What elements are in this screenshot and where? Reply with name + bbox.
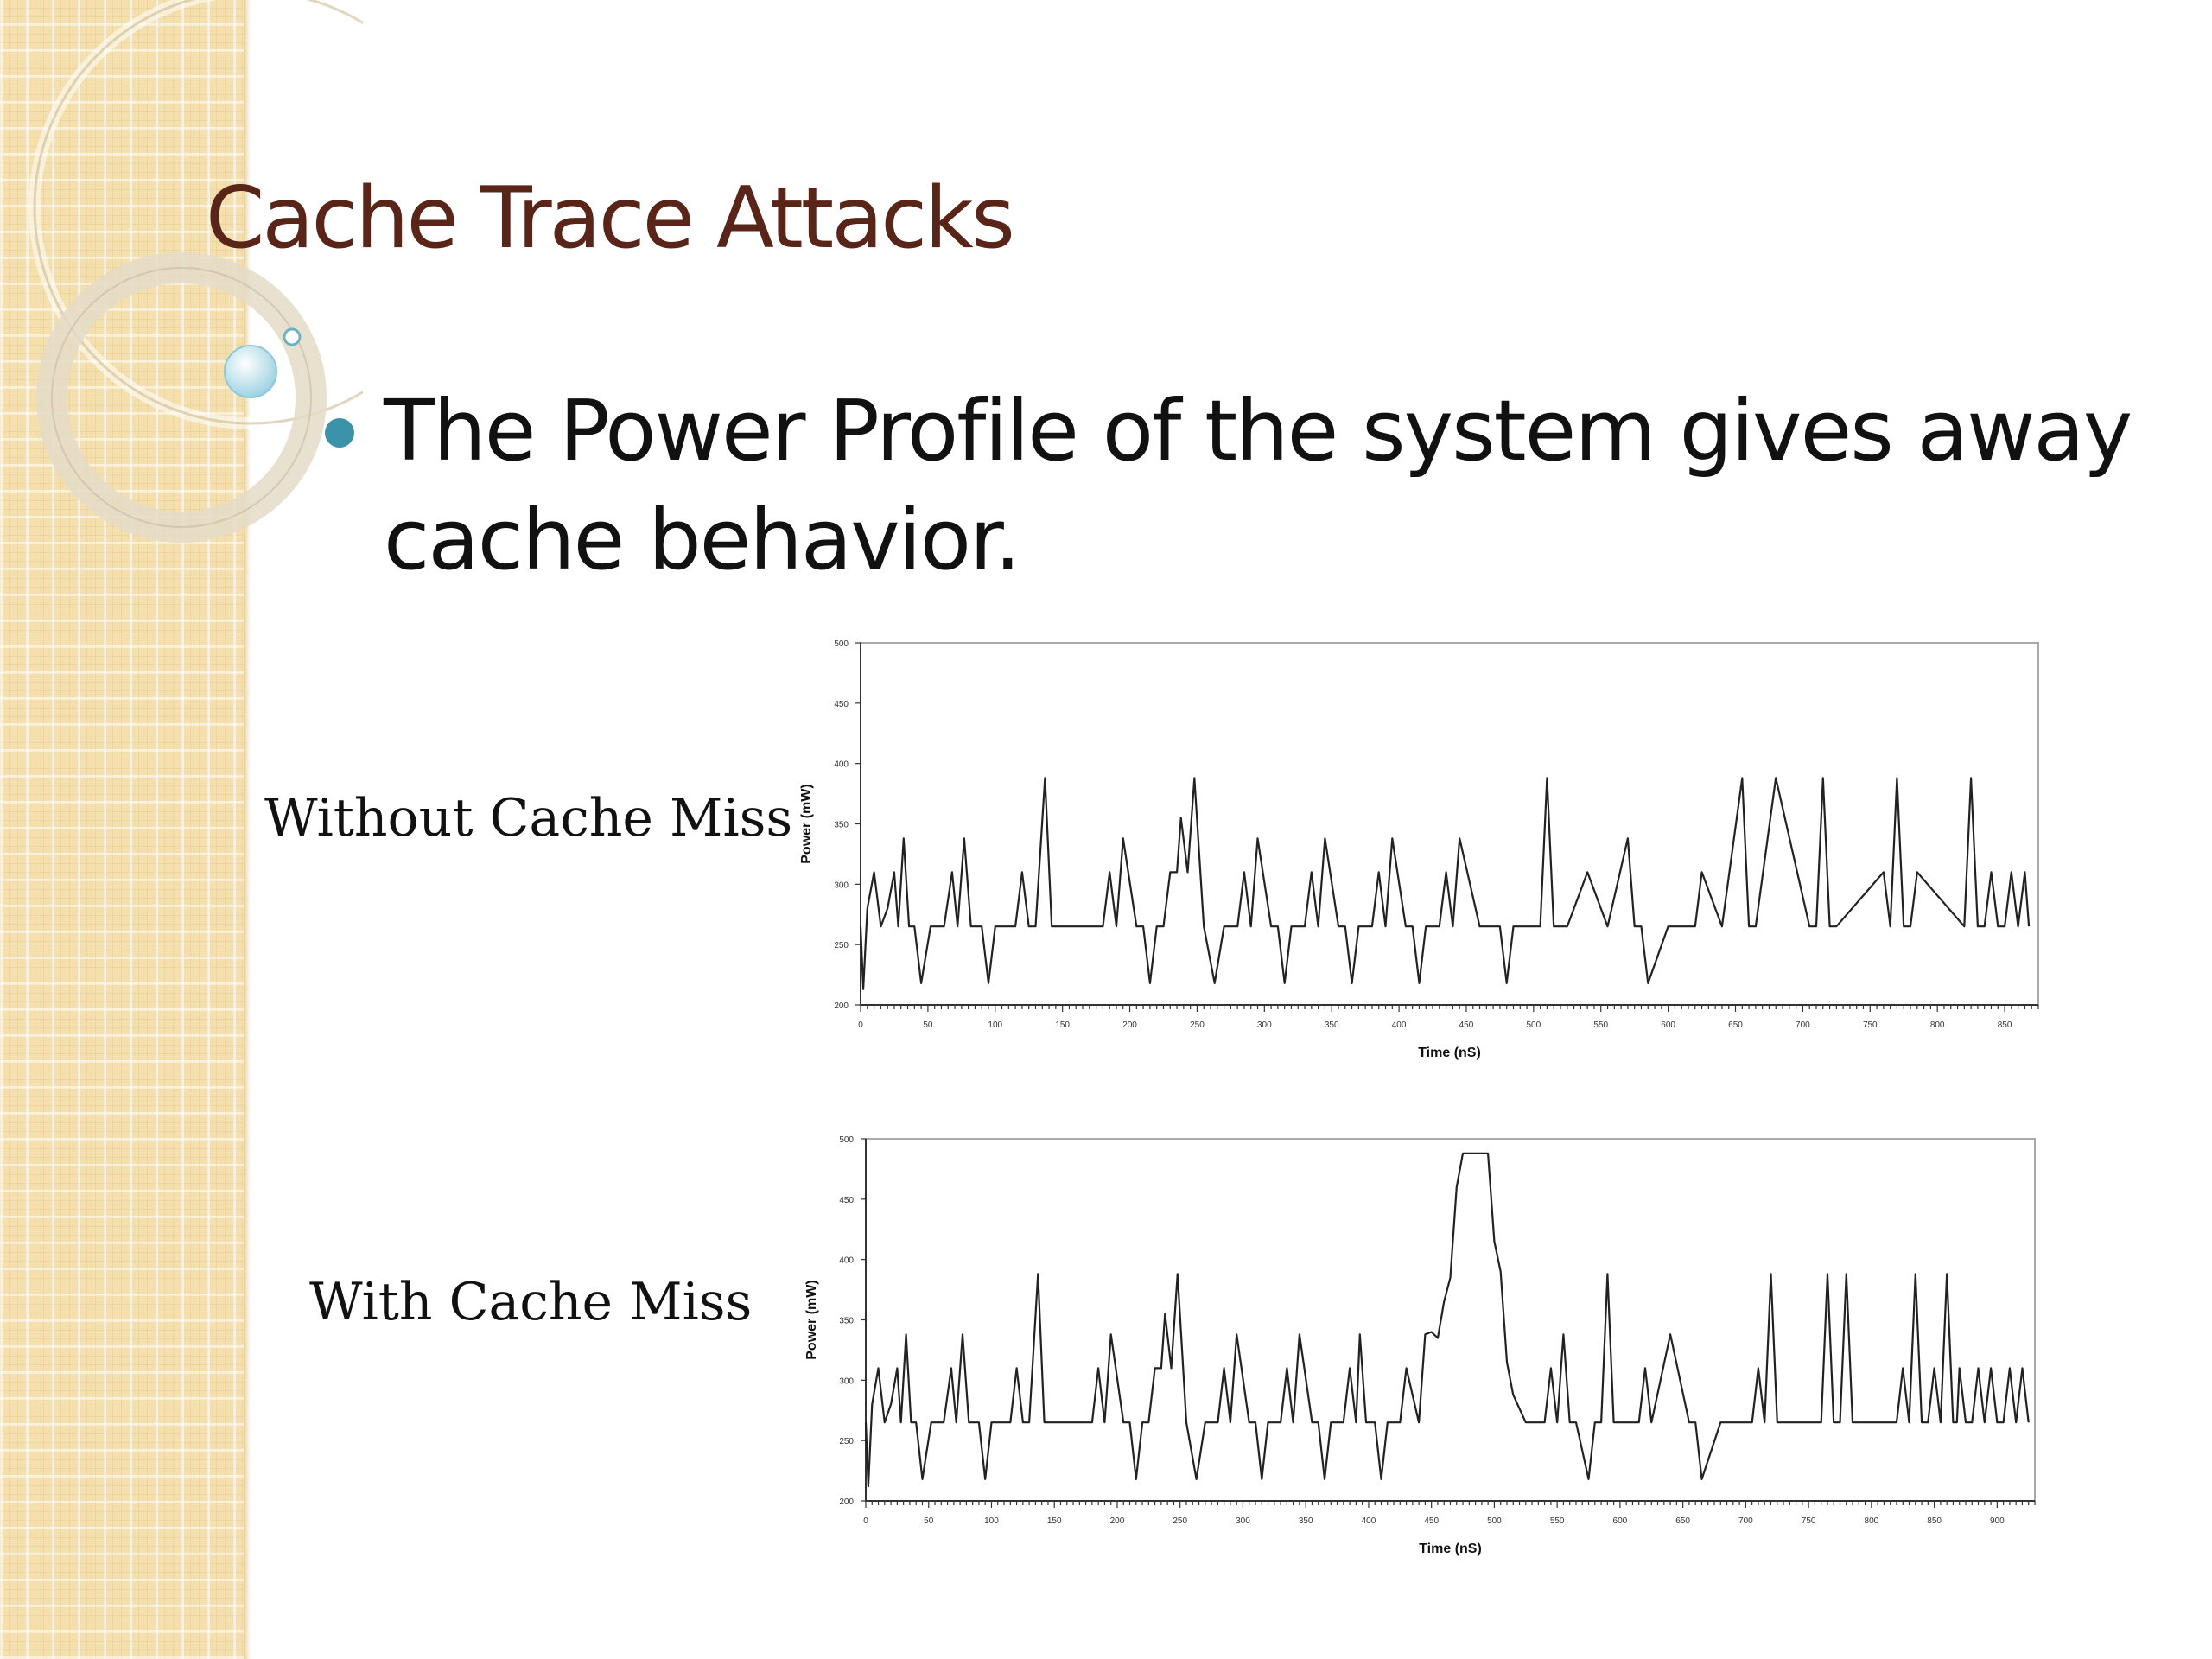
x-tick-label: 450 xyxy=(1424,1516,1439,1526)
bullet-text: The Power Profile of the system gives aw… xyxy=(384,382,2133,588)
x-tick-label: 50 xyxy=(923,1020,933,1030)
x-axis-title: Time (nS) xyxy=(1419,1541,1482,1556)
x-tick-label: 850 xyxy=(1998,1020,2012,1030)
x-tick-label: 350 xyxy=(1299,1516,1313,1526)
x-tick-label: 500 xyxy=(1487,1516,1502,1526)
x-tick-label: 250 xyxy=(1190,1020,1205,1030)
x-tick-label: 100 xyxy=(988,1020,1002,1030)
y-tick-label: 400 xyxy=(834,760,849,770)
y-tick-label: 500 xyxy=(834,639,849,649)
x-tick-label: 800 xyxy=(1865,1516,1879,1526)
plot-area xyxy=(860,642,2039,1006)
x-tick-label: 750 xyxy=(1863,1020,1878,1030)
y-tick-label: 200 xyxy=(839,1497,854,1507)
x-tick-label: 0 xyxy=(858,1020,863,1030)
chart-label-with-cache-miss: With Cache Miss xyxy=(309,1272,753,1332)
y-tick-label: 350 xyxy=(834,821,849,830)
x-tick-label: 350 xyxy=(1325,1020,1339,1030)
x-tick-label: 750 xyxy=(1802,1516,1816,1526)
x-tick-label: 700 xyxy=(1796,1020,1810,1030)
x-axis-title: Time (nS) xyxy=(1418,1046,1481,1060)
x-tick-label: 650 xyxy=(1728,1020,1743,1030)
x-tick-label: 600 xyxy=(1661,1020,1675,1030)
x-tick-label: 150 xyxy=(1055,1020,1070,1030)
x-tick-label: 200 xyxy=(1110,1516,1125,1526)
y-axis-title: Power (mW) xyxy=(804,1280,819,1359)
y-tick-label: 250 xyxy=(834,941,849,950)
y-tick-label: 300 xyxy=(839,1376,854,1386)
bullet-dot xyxy=(325,418,354,448)
x-tick-label: 450 xyxy=(1459,1020,1474,1030)
plot-area xyxy=(865,1138,2036,1502)
sidebar-edge xyxy=(244,0,251,1659)
y-tick-label: 500 xyxy=(839,1135,854,1145)
x-tick-label: 800 xyxy=(1930,1020,1945,1030)
x-tick-label: 500 xyxy=(1527,1020,1541,1030)
series-line xyxy=(864,1152,2030,1488)
y-axis-title: Power (mW) xyxy=(799,784,814,863)
x-tick-label: 200 xyxy=(1122,1020,1137,1030)
x-tick-label: 900 xyxy=(1990,1516,2005,1526)
x-tick-label: 250 xyxy=(1173,1516,1187,1526)
x-tick-label: 600 xyxy=(1613,1516,1628,1526)
y-tick-label: 300 xyxy=(834,880,849,890)
x-tick-label: 300 xyxy=(1257,1020,1272,1030)
x-tick-label: 550 xyxy=(1593,1020,1608,1030)
slide-title: Cache Trace Attacks xyxy=(206,169,1015,268)
y-tick-label: 250 xyxy=(839,1437,854,1446)
y-tick-label: 350 xyxy=(839,1317,854,1326)
x-tick-label: 0 xyxy=(863,1516,868,1526)
y-tick-label: 200 xyxy=(834,1001,849,1011)
x-tick-label: 150 xyxy=(1047,1516,1062,1526)
x-tick-label: 400 xyxy=(1362,1516,1376,1526)
y-tick-label: 450 xyxy=(834,700,849,709)
x-tick-label: 300 xyxy=(1236,1516,1250,1526)
x-tick-label: 100 xyxy=(984,1516,999,1526)
y-tick-label: 450 xyxy=(839,1196,854,1205)
x-tick-label: 850 xyxy=(1927,1516,1942,1526)
x-tick-label: 550 xyxy=(1550,1516,1565,1526)
chart-label-without-cache-miss: Without Cache Miss xyxy=(264,788,793,849)
x-tick-label: 650 xyxy=(1675,1516,1690,1526)
x-tick-label: 700 xyxy=(1738,1516,1753,1526)
x-tick-label: 400 xyxy=(1392,1020,1407,1030)
series-line xyxy=(859,777,2031,990)
y-tick-label: 400 xyxy=(839,1256,854,1266)
x-tick-label: 50 xyxy=(924,1516,934,1526)
